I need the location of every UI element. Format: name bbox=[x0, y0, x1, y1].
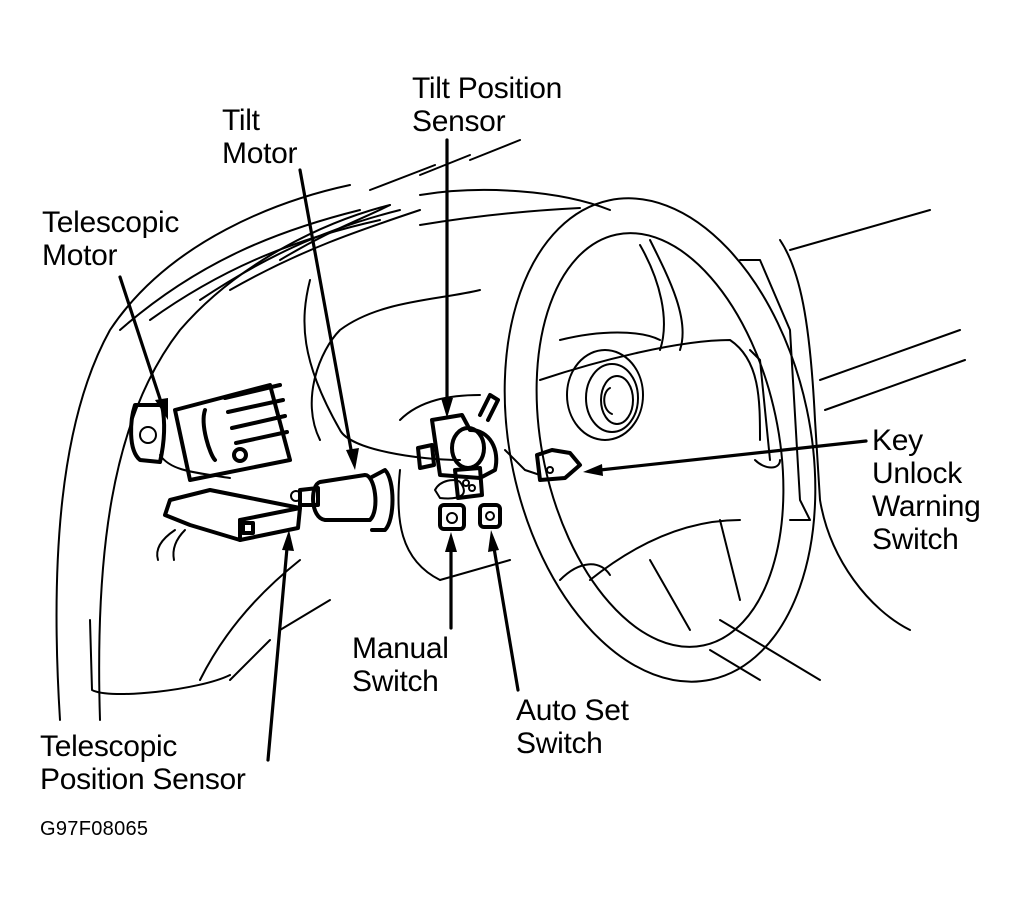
arrowhead-manual-switch bbox=[445, 532, 457, 552]
label-tilt-position-sensor: Tilt Position Sensor bbox=[412, 72, 562, 138]
label-line: Tilt Position bbox=[412, 72, 563, 105]
ignition-key-cylinder bbox=[566, 349, 644, 441]
label-line: Warning bbox=[872, 490, 981, 523]
pointer-key-unlock-warning-switch bbox=[598, 439, 868, 472]
pointer-tilt-motor bbox=[298, 168, 354, 457]
label-telescopic-position-sensor: Telescopic Position Sensor bbox=[40, 730, 246, 796]
label-line: Switch bbox=[516, 727, 603, 760]
telescopic-motor-assembly bbox=[129, 383, 292, 482]
callout-pointers bbox=[118, 138, 868, 762]
label-line: Switch bbox=[872, 523, 959, 556]
label-auto-set-switch: Auto Set Switch bbox=[516, 694, 629, 760]
figure-code: G97F08065 bbox=[40, 818, 149, 840]
label-line: Position Sensor bbox=[40, 763, 246, 796]
label-line: Switch bbox=[352, 665, 439, 698]
label-line: Manual bbox=[352, 632, 449, 665]
label-line: Unlock bbox=[872, 457, 962, 490]
arrowhead-key-unlock-warning-switch bbox=[583, 464, 603, 476]
arrowhead-auto-set-switch bbox=[488, 530, 499, 552]
column-switches bbox=[438, 503, 502, 531]
key-unlock-warning-switch-part bbox=[504, 448, 582, 482]
label-line: Key bbox=[872, 424, 923, 457]
label-key-unlock-warning-switch: Key Unlock Warning Switch bbox=[872, 424, 981, 556]
label-line: Sensor bbox=[412, 105, 506, 138]
label-line: Motor bbox=[222, 137, 298, 170]
pointer-telescopic-position-sensor bbox=[266, 546, 289, 762]
tilt-position-sensor-assembly bbox=[416, 393, 500, 500]
arrowhead-tilt-position-sensor bbox=[441, 398, 453, 418]
label-telescopic-motor: Telescopic Motor bbox=[42, 206, 179, 272]
dashboard-outline bbox=[55, 139, 966, 721]
label-line: Motor bbox=[42, 239, 118, 272]
tilt-motor-assembly bbox=[290, 468, 395, 532]
arrowhead-telescopic-position-sensor bbox=[282, 530, 294, 551]
label-line: Telescopic bbox=[40, 730, 178, 763]
label-line: Telescopic bbox=[42, 206, 180, 239]
label-tilt-motor: Tilt Motor bbox=[222, 104, 297, 170]
telescopic-position-sensor-assembly bbox=[156, 488, 302, 561]
arrowhead-telescopic-motor bbox=[155, 398, 168, 420]
label-line: Auto Set bbox=[516, 694, 629, 727]
label-line: Tilt bbox=[222, 104, 260, 137]
pointer-auto-set-switch bbox=[492, 546, 520, 692]
pointer-telescopic-motor bbox=[118, 275, 164, 407]
label-manual-switch: Manual Switch bbox=[352, 632, 449, 698]
steering-wheel bbox=[503, 197, 817, 683]
arrowhead-tilt-motor bbox=[346, 448, 359, 470]
